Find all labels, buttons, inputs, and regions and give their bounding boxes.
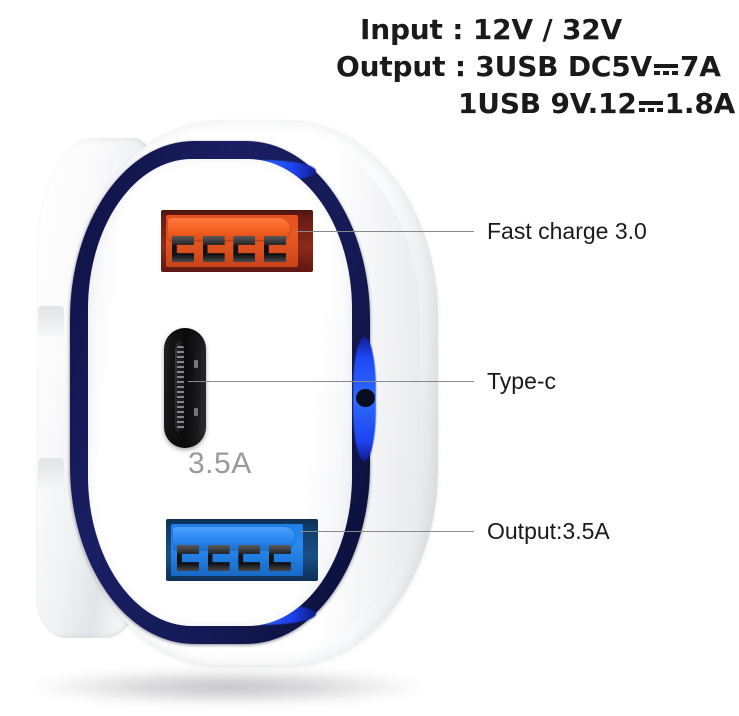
usb-pin (177, 545, 199, 571)
type-c-port (164, 328, 206, 448)
spec-line-output-2: 1USB 9V.12 1.8A (336, 86, 736, 123)
input-separator: : (442, 13, 473, 46)
input-value: 12V / 32V (472, 13, 623, 46)
leader-line-type-c (188, 381, 474, 382)
spec-line-input: Input : 12V / 32V (336, 12, 736, 49)
usb-port-tongue (168, 218, 290, 240)
orange-usb-port (161, 210, 313, 272)
leader-line-output-rating (300, 531, 474, 532)
blue-usb-port (166, 519, 318, 581)
specification-block: Input : 12V / 32V Output : 3USB DC5V 7A 1… (336, 12, 736, 123)
usb-pin (202, 236, 225, 262)
type-c-contacts (177, 346, 184, 430)
output-line1-prefix: 3USB DC5V (475, 49, 653, 83)
output-line1-suffix: 7A (680, 49, 721, 83)
usb-port-tongue (173, 527, 295, 549)
type-c-retention-mark (194, 408, 198, 416)
charger-body-notch (38, 458, 64, 488)
direct-current-symbol-icon (638, 91, 664, 119)
usb-port-pins (172, 236, 286, 262)
usb-port-pins (177, 545, 291, 571)
usb-car-charger-device: 3.5A (36, 120, 446, 665)
output-separator: : (445, 49, 476, 83)
charger-body-notch (38, 306, 64, 336)
output-label: Output (336, 49, 446, 83)
usb-pin (263, 236, 286, 262)
output-line2-prefix: 1USB 9V.12 (458, 86, 637, 120)
callout-label-type-c: Type-c (487, 368, 557, 394)
direct-current-symbol-icon (653, 54, 679, 82)
usb-pin (207, 545, 230, 571)
printed-rating-label: 3.5A (188, 447, 252, 480)
spec-line-output-1: Output : 3USB DC5V 7A (336, 49, 736, 86)
usb-pin (268, 545, 291, 571)
callout-label-output-rating: Output:3.5A (487, 518, 610, 544)
callout-label-fast-charge: Fast charge 3.0 (487, 218, 647, 244)
usb-pin (172, 236, 194, 262)
leader-line-fast-charge (296, 231, 474, 232)
ring-dot-right (356, 389, 375, 407)
output-line2-suffix: 1.8A (664, 86, 736, 120)
usb-pin (233, 236, 256, 262)
device-drop-shadow (38, 670, 418, 704)
usb-pin (238, 545, 261, 571)
input-label: Input (360, 13, 443, 46)
type-c-retention-mark (194, 360, 198, 368)
